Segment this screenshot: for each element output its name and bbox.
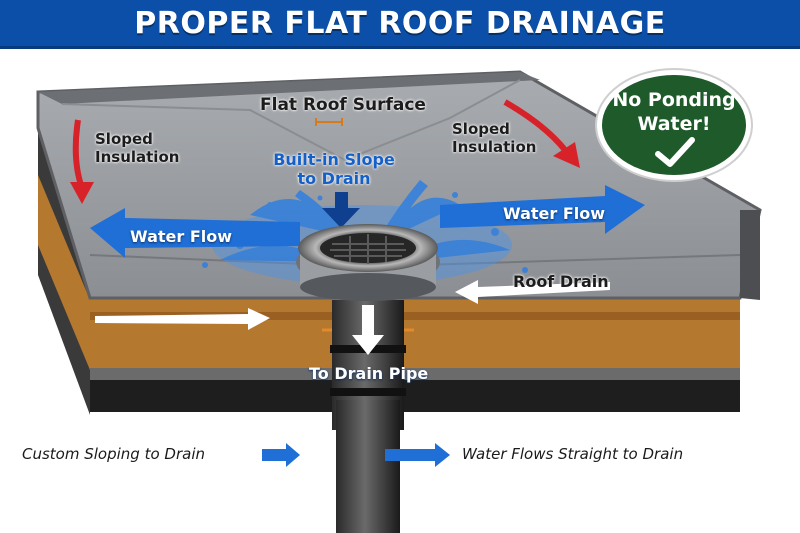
label-sloped-insulation-right: Sloped Insulation: [452, 120, 537, 156]
no-ponding-badge: [595, 68, 753, 182]
label-roof-drain: Roof Drain: [513, 272, 609, 291]
water-flow-arrow-left: [90, 208, 300, 258]
roof-drain-arrow: [455, 280, 610, 304]
layer-stack-left: [38, 128, 90, 415]
footer-arrow-left: [262, 443, 300, 467]
label-built-in-slope: Built-in Slope to Drain: [273, 150, 395, 188]
label-flat-roof-surface: Flat Roof Surface: [260, 95, 426, 115]
title-banner: PROPER FLAT ROOF DRAINAGE: [0, 0, 800, 49]
label-water-flow-right: Water Flow: [503, 204, 606, 223]
page-title: PROPER FLAT ROOF DRAINAGE: [134, 5, 666, 41]
drain-pipe-arrow: [352, 305, 384, 355]
badge-text: No Ponding Water!: [612, 89, 736, 135]
checkmark-icon: [655, 137, 695, 167]
label-to-drain-pipe: To Drain Pipe: [309, 364, 429, 383]
label-sloped-insulation-left: Sloped Insulation: [95, 130, 180, 166]
front-flow-arrow: [95, 308, 270, 330]
footer-right-text: Water Flows Straight to Drain: [462, 445, 684, 463]
slope-down-arrow: [322, 192, 360, 228]
roof-drain: [296, 224, 440, 301]
footer-arrow-right: [385, 443, 450, 467]
water-flow-arrow-right: [440, 185, 645, 234]
label-water-flow-left: Water Flow: [130, 227, 233, 246]
slope-arrow-right: [503, 99, 568, 152]
footer-left-text: Custom Sloping to Drain: [22, 445, 205, 463]
